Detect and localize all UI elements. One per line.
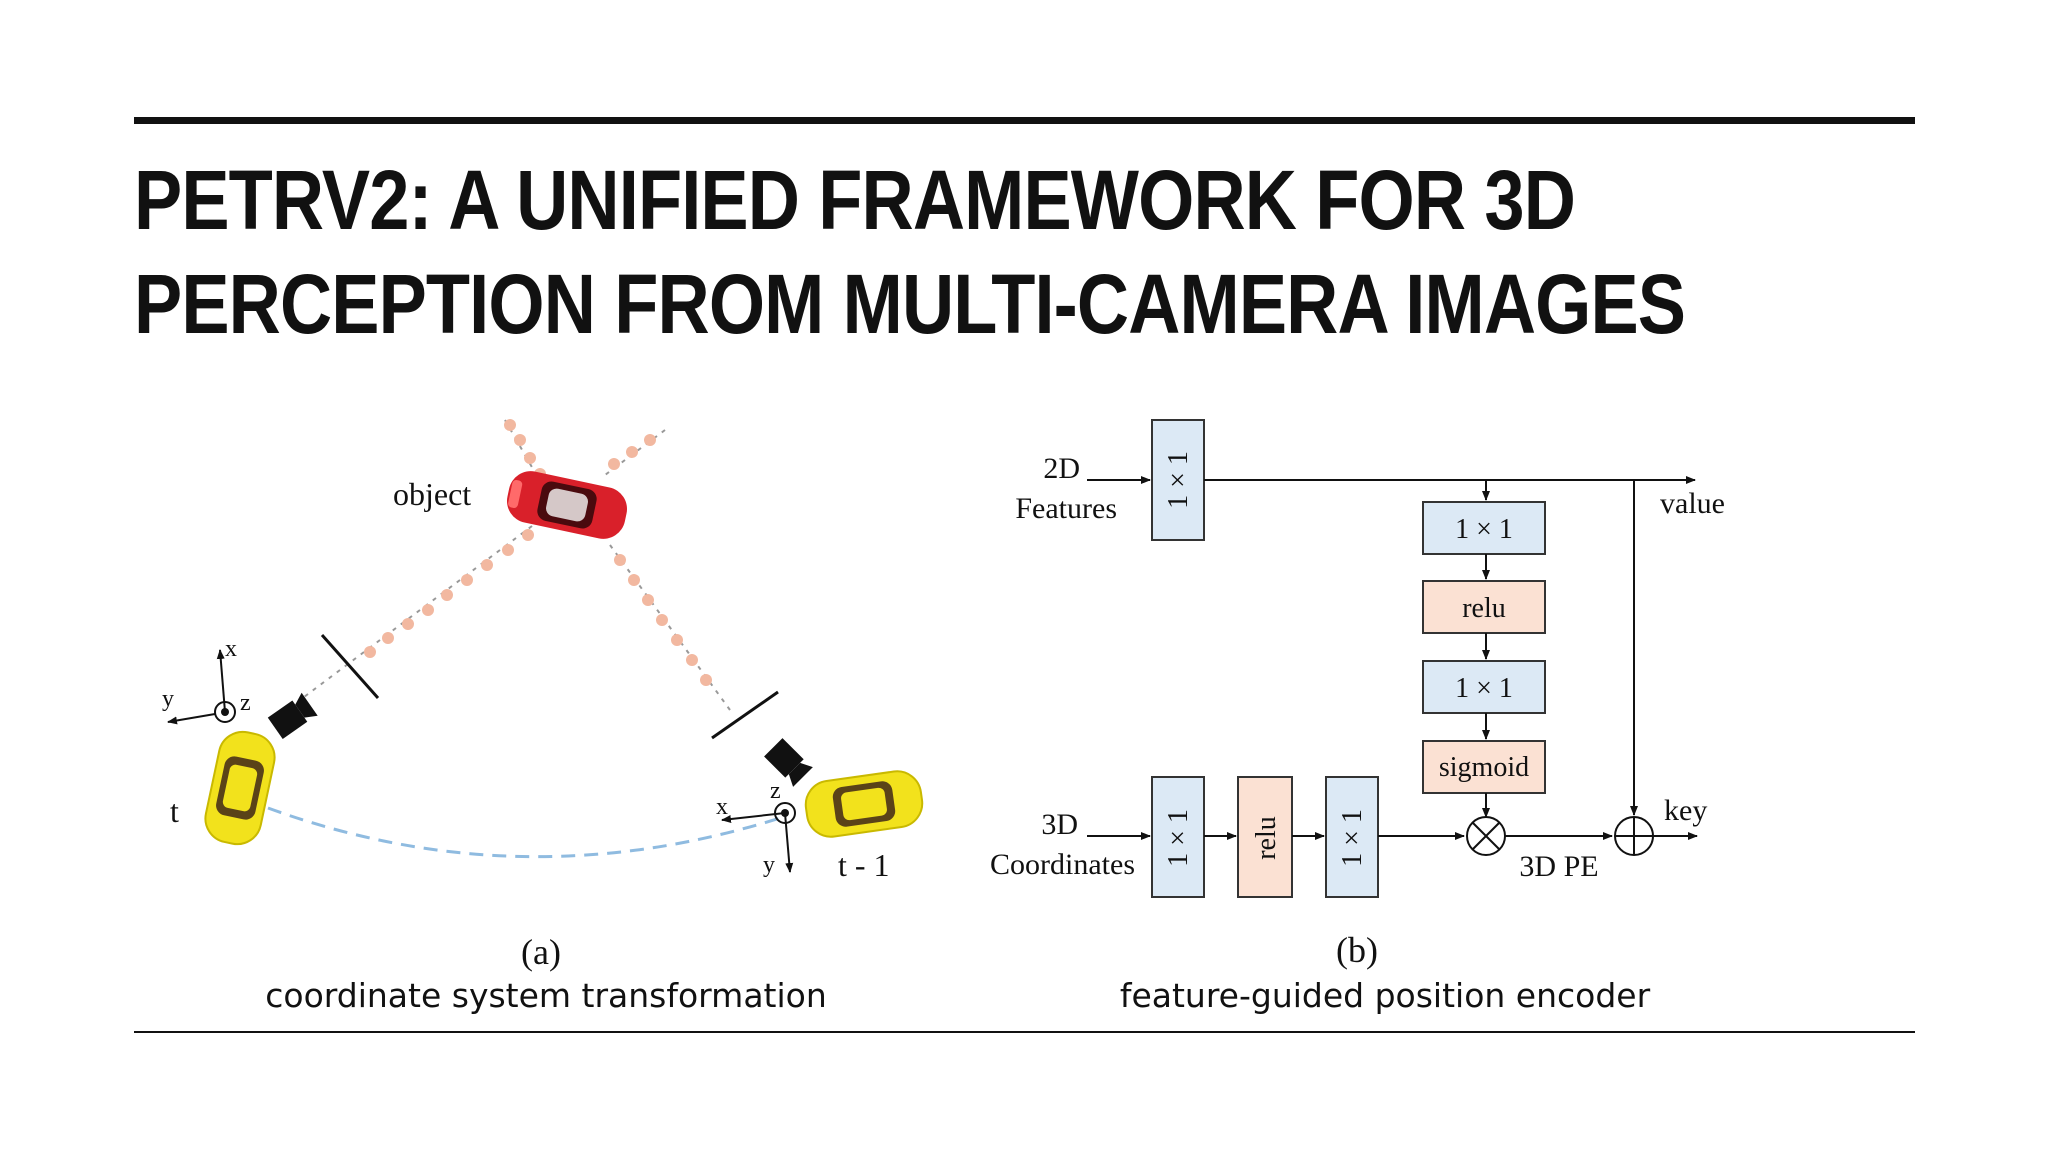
conv-2d-box [1151,419,1205,541]
input-3d-label-line-1: 3D [1041,808,1078,841]
conv-3d-1-label: 1 × 1 [1163,809,1194,867]
conv-3d-2-label: 1 × 1 [1337,809,1368,867]
time-label-t: t [170,793,179,829]
axis-x-label-t: x [225,636,237,662]
object-car-icon [506,471,628,539]
coord-frame-t-minus-1 [721,802,796,873]
value-label: value [1660,487,1725,520]
relu-3d-label: relu [1251,816,1282,860]
slide-title-line-1: PETRV2: A UNIFIED FRAMEWORK FOR 3D [134,153,1576,247]
gate-relu-label: relu [1462,593,1506,624]
slide-title: PETRV2: A UNIFIED FRAMEWORK FOR 3D PERCE… [134,148,1686,356]
bottom-rule [134,1031,1915,1033]
axis-z-label-t-minus-1: z [770,778,781,804]
axis-y-label-t-minus-1: y [763,852,775,878]
ego-car-t-icon [204,730,276,846]
axis-z-label-t: z [240,690,251,716]
image-plane-t [320,634,380,699]
panel-b-caption: feature-guided position encoder [1119,976,1651,1015]
ray-object-to-camera-t [299,419,731,711]
image-plane-t-minus-1 [711,690,779,740]
ego-trajectory [267,806,781,859]
input-2d-label-line-2: Features [1015,492,1117,525]
gate-relu-box [1422,580,1546,634]
key-label: key [1664,794,1707,827]
top-rule [134,117,1915,124]
input-3d-label-line-2: Coordinates [990,848,1135,881]
coord-frame-t [167,649,236,725]
gate-conv-2-label: 1 × 1 [1455,673,1513,704]
camera-t-icon [267,692,318,739]
conv-3d-2-box [1325,776,1379,898]
slide-title-line-2: PERCEPTION FROM MULTI-CAMERA IMAGES [134,257,1686,351]
panel-a-caption: coordinate system transformation [265,976,827,1015]
gate-sigmoid-label: sigmoid [1439,752,1529,783]
coord-origin-t [221,708,229,716]
panel-a-diagram: object [162,419,924,972]
panel-b-diagram: 2D Features 3D Coordinates 1 × 1 value 1… [990,419,1725,970]
time-label-t-minus-1: t - 1 [838,847,890,883]
gate-conv-1-box [1422,501,1546,555]
axis-x-label-t-minus-1: x [716,794,728,820]
input-2d-label-line-1: 2D [1043,452,1080,485]
camera-t-minus-1-icon [764,738,813,787]
conv-2d-label: 1 × 1 [1163,451,1194,509]
multiply-node [1466,816,1506,856]
gate-conv-1-label: 1 × 1 [1455,514,1513,545]
gate-conv-2-box [1422,660,1546,714]
gate-sigmoid-box [1422,740,1546,794]
add-node [1614,816,1654,856]
panel-a-sublabel: (a) [521,932,561,972]
ray-dots [364,419,712,686]
panel-b-sublabel: (b) [1336,930,1378,970]
ego-car-t-minus-1-icon [804,770,924,838]
object-label: object [393,476,471,512]
pe-label: 3D PE [1519,850,1598,883]
axis-y-label-t: y [162,686,174,712]
coord-origin-t-minus-1 [781,809,789,817]
